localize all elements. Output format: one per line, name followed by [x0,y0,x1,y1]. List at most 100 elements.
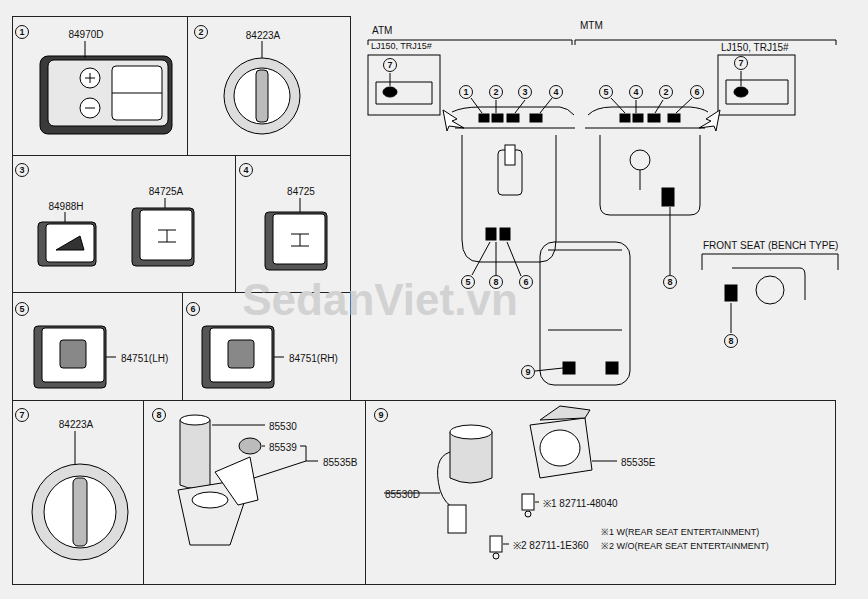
socket-drawing [192,492,228,508]
switch-drawing [40,56,172,134]
leader-line [471,98,552,276]
switch-drawing [85,108,95,109]
console-drawing [640,170,641,190]
part-number: 84970D [68,29,103,40]
watermark: SedanViet.vn [242,276,518,324]
callout-number: 2 [659,85,673,99]
switch-drawing [48,60,168,126]
inset-box: LJ150, TRJ15#7 [368,40,440,115]
switch-drawing [273,214,325,264]
socket-drawing [522,494,534,510]
leader-line [535,98,731,371]
console-drawing [732,268,805,300]
part-number: 84725A [149,186,183,197]
callout-number: 9 [521,365,535,379]
callout-number: 4 [239,163,253,177]
callout-number: 6 [690,85,704,99]
socket-drawing [180,415,210,425]
console-drawing [725,285,737,301]
callout-number: 8 [152,408,166,422]
note-text: ※2 W/O(REAR SEAT ENTERTAINMENT) [601,542,769,552]
callout-number: 3 [518,85,532,99]
callout-number: 3 [15,163,29,177]
part-number: 85530D [385,489,420,500]
socket-drawing [178,406,592,559]
knob-drawing [256,70,268,122]
knob-drawing [234,68,290,124]
socket-drawing [450,425,492,439]
knob-drawing [44,476,116,548]
console-drawing [500,228,510,240]
switch-drawing [210,328,272,382]
console-drawing [462,135,556,262]
console-drawing [600,135,700,215]
console-drawing [648,114,660,122]
callout-number: 5 [599,85,613,99]
callout-number: 4 [549,85,563,99]
part-panel: 584751(LH) [12,292,183,401]
part-number: 85535E [621,457,655,468]
console-drawing [540,242,630,385]
callout-number: 1 [459,85,473,99]
part-panel: 784223A [12,400,144,585]
group-bracket [376,82,432,104]
group-bracket [368,55,440,115]
socket-drawing [540,430,580,466]
part-number: 85530 [269,421,297,432]
socket-drawing [438,452,455,508]
socket-drawing [239,438,261,454]
console-drawing [756,276,784,304]
callout-number: 5 [15,302,29,316]
console-drawing [563,362,575,374]
socket-drawing [530,418,592,478]
part-panel: 985530D85535E※1 82711-48040※2 82711-1E36… [365,400,836,585]
console-drawing [507,114,519,122]
callout-number: 7 [734,56,748,70]
console-drawing [662,188,674,206]
part-panel: 3 84988H 84725A [12,155,236,293]
socket-drawing [490,536,502,552]
console-drawing [492,114,503,122]
part-number: 84751(RH) [289,353,338,364]
leader-line [390,71,741,86]
part-number: 84223A [59,419,93,430]
knob-drawing [32,464,128,560]
group-label: FRONT SEAT (BENCH TYPE) [703,240,838,251]
part-number: 84223A [246,30,280,41]
group-bracket [726,80,788,104]
switch-drawing [158,230,176,242]
console-drawing [633,114,643,122]
part-number: LJ150, TRJ15# [721,42,789,53]
console-drawing [668,114,680,122]
part-number: LJ150, TRJ15# [371,42,432,52]
part-number: 84725 [287,186,315,197]
group-bracket [718,55,795,115]
console-drawing [452,107,575,128]
socket-drawing [493,553,499,559]
part-number: 85539 [269,442,297,453]
console-drawing [630,150,650,170]
switch-drawing [291,234,309,246]
inset-box: LJ150, TRJ15# 7 [718,40,795,115]
console-drawing [530,114,542,122]
switch-drawing [60,340,86,368]
callout-number: 2 [194,25,208,39]
callout-number: 2 [489,85,503,99]
part-number: ※2 82711-1E360 [513,540,589,551]
socket-drawing [215,457,258,505]
part-number: 84988H [48,201,83,212]
console-drawing [479,114,489,122]
switch-drawing [38,222,96,266]
socket-drawing [540,406,590,420]
switch-drawing [140,210,192,260]
switch-drawing [265,212,327,270]
socket-drawing [448,505,466,533]
group-bracket [383,87,397,97]
group-label: MTM [580,20,603,31]
leader-line [212,425,318,478]
console-drawing [505,145,515,165]
switch-drawing [34,326,106,388]
callout-number: 8 [663,275,677,289]
switch-drawing [46,224,94,262]
